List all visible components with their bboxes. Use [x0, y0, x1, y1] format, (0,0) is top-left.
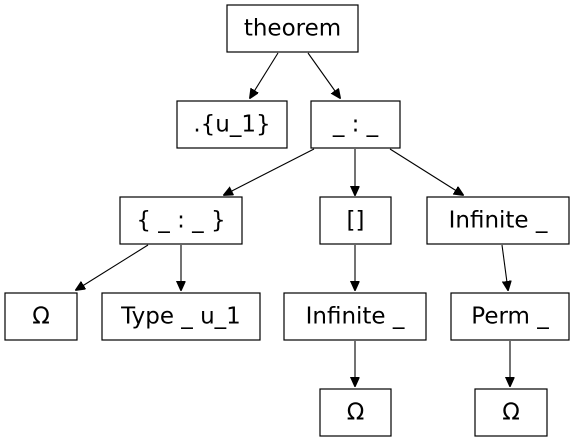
node-theorem: theorem	[226, 4, 359, 53]
node-infinite-inner-box	[283, 292, 427, 341]
node-infinite-inner: Infinite _	[283, 292, 427, 341]
node-infinite-outer: Infinite _	[426, 196, 570, 245]
node-perm-label: Perm _	[471, 304, 549, 330]
edge-theorem-to-typed-term	[307, 52, 340, 98]
node-type-u1: Type _ u_1	[101, 292, 261, 341]
node-omega-right-box	[474, 388, 548, 437]
node-empty-list-box	[319, 196, 392, 245]
node-perm: Perm _	[450, 292, 570, 341]
node-infinite-outer-box	[426, 196, 570, 245]
node-universe-params-label: .{u_1}	[193, 112, 270, 138]
node-omega-middle-box	[319, 388, 392, 437]
node-omega-right: Ω	[474, 388, 548, 437]
node-perm-box	[450, 292, 570, 341]
node-omega-left-label: Ω	[32, 304, 50, 330]
node-typed-term-label: _ : _	[332, 112, 379, 138]
edge-set-builder-to-omega-left	[76, 244, 149, 290]
node-theorem-box	[226, 4, 359, 53]
edges	[76, 52, 510, 386]
node-omega-middle-label: Ω	[347, 400, 365, 426]
edge-theorem-to-universe-params	[250, 52, 279, 98]
node-set-builder: { _ : _ }	[119, 196, 243, 245]
node-omega-right-label: Ω	[502, 400, 520, 426]
node-typed-term-box	[310, 100, 401, 149]
node-omega-left-box	[4, 292, 78, 341]
node-type-u1-box	[101, 292, 261, 341]
node-omega-left: Ω	[4, 292, 78, 341]
node-universe-params: .{u_1}	[176, 100, 288, 149]
edge-typed-term-to-set-builder	[224, 148, 315, 195]
node-infinite-outer-label: Infinite _	[449, 208, 548, 234]
edge-typed-term-to-infinite-outer	[389, 148, 463, 195]
node-set-builder-label: { _ : _ }	[136, 208, 225, 234]
node-infinite-inner-label: Infinite _	[306, 304, 405, 330]
node-set-builder-box	[119, 196, 243, 245]
node-omega-middle: Ω	[319, 388, 392, 437]
node-typed-term: _ : _	[310, 100, 401, 149]
node-theorem-label: theorem	[244, 16, 341, 42]
node-type-u1-label: Type _ u_1	[120, 304, 241, 330]
node-empty-list-label: []	[347, 208, 365, 234]
edge-infinite-outer-to-perm	[501, 244, 508, 290]
node-universe-params-box	[176, 100, 288, 149]
node-empty-list: []	[319, 196, 392, 245]
